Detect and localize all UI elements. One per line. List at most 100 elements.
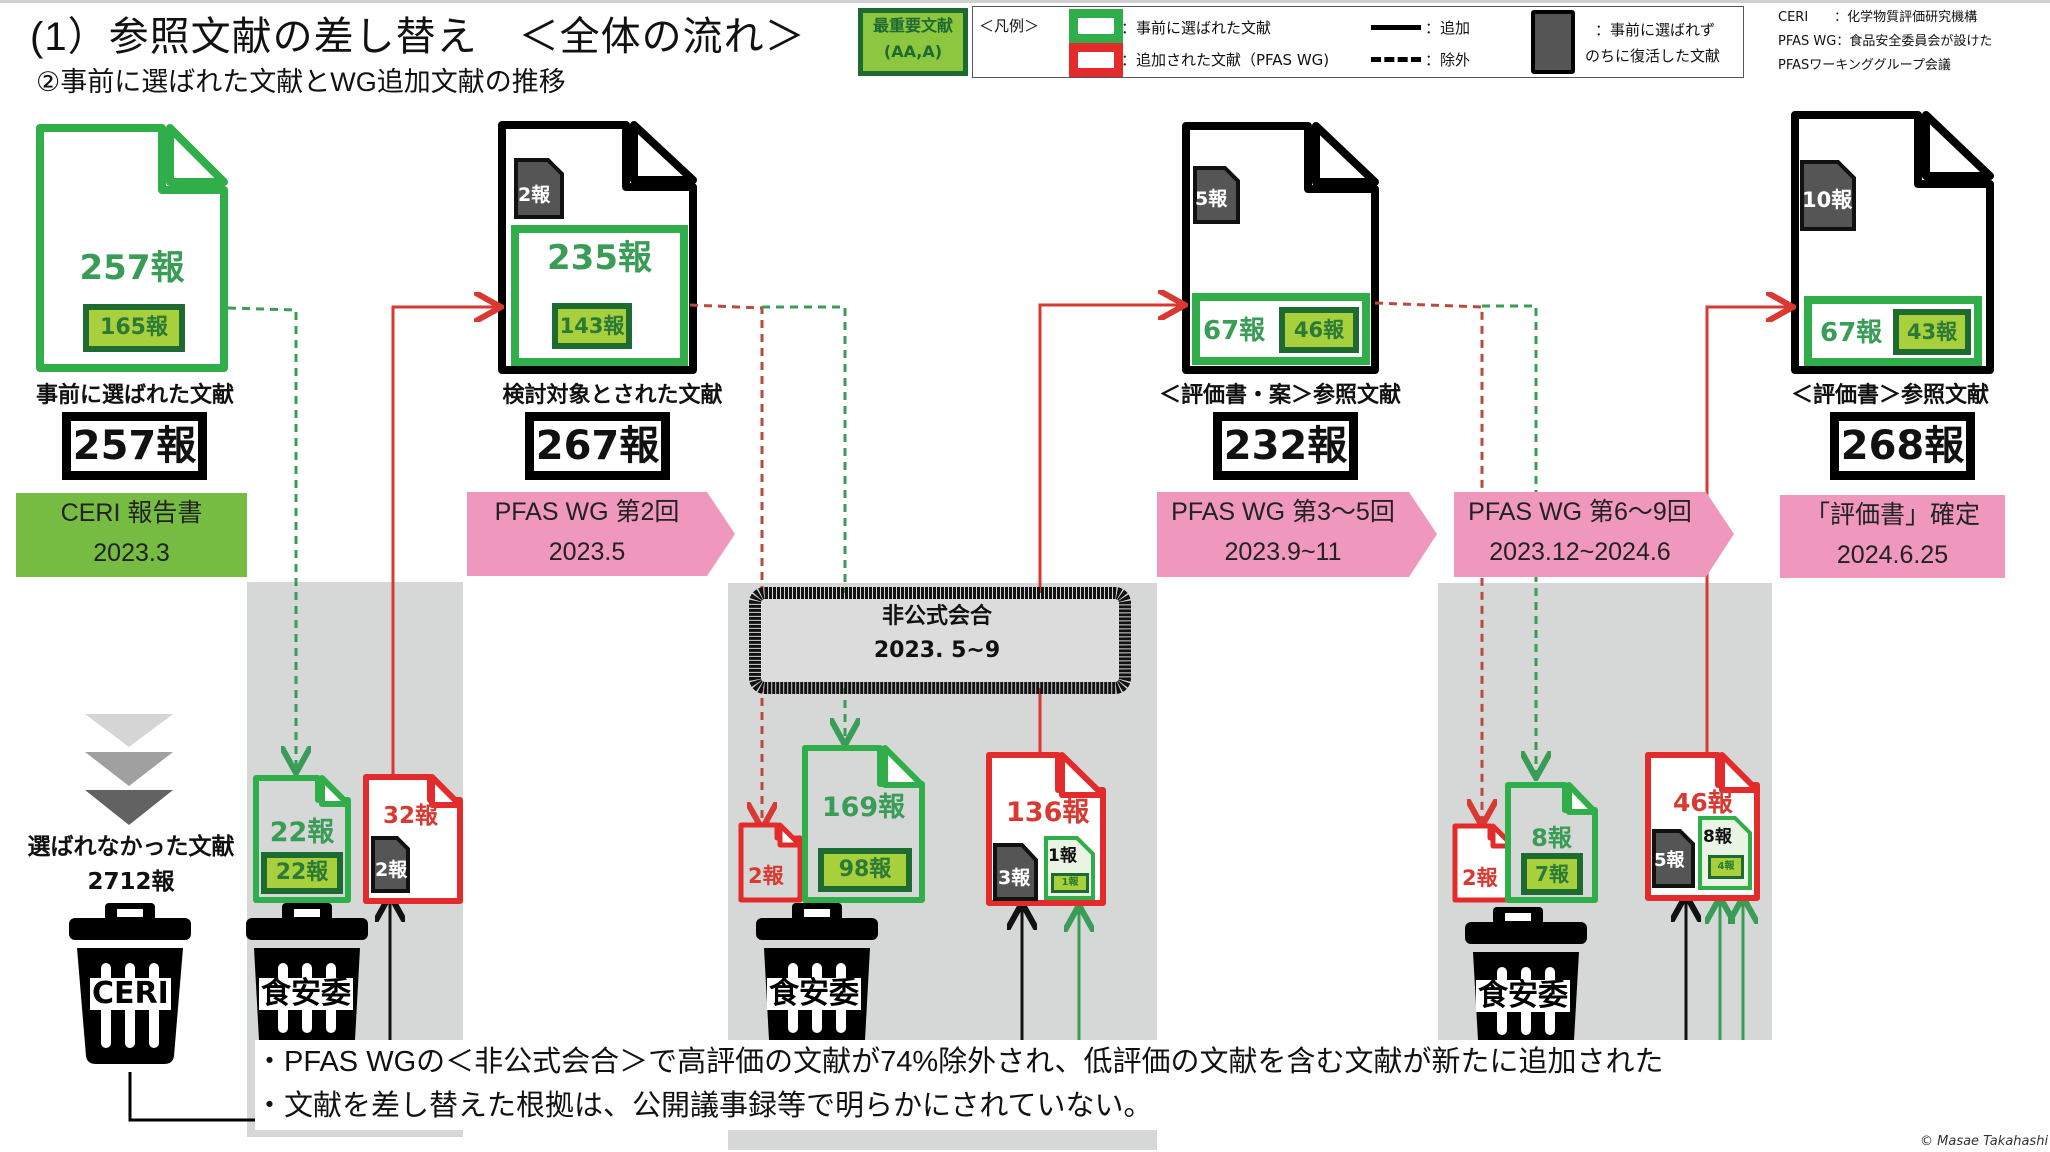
legend-gray-label-1: ：事前に選ばれず — [1595, 21, 1716, 39]
banner-title: PFAS WG 第3〜5回 — [1171, 498, 1395, 526]
doc3-label: ＜評価書・案＞参照文献 — [1158, 383, 1401, 408]
legend-gray-label-2: のちに復活した文献 — [1585, 47, 1721, 65]
important-badge-line2: (AA,A) — [883, 42, 943, 61]
note-pfas-wg: PFAS WG：食品安全委員会が設けた — [1778, 34, 1993, 49]
col2-added-total: 136報 — [1006, 797, 1090, 828]
doc4-revived-count: 10報 — [1802, 188, 1853, 212]
banner-date: 2023.12~2024.6 — [1489, 538, 1671, 566]
col3-added-green: 8報 — [1703, 827, 1732, 847]
wg6-9-banner-arrow-tip — [1706, 492, 1734, 577]
wg2-bin-label: 食安委 — [259, 976, 353, 1011]
informal-meeting-title: 非公式会合 — [881, 604, 992, 629]
col2-added-doc-icon — [986, 752, 1106, 906]
wg2-banner-arrow-tip — [707, 492, 735, 576]
wg2-banner: PFAS WG 第2回 2023.5 — [467, 492, 707, 576]
col3-excluded-total: 8報 — [1531, 824, 1572, 852]
doc2-total-box: 267報 — [525, 412, 670, 480]
conclusion-line-1: ・PFAS WGの＜非公式会合＞で高評価の文献が74%除外され、低評価の文献を含… — [255, 1046, 1664, 1078]
banner-title: CERI 報告書 — [60, 499, 203, 527]
important-docs-badge: 最重要文献 (AA,A) — [858, 8, 968, 76]
col3-added-green-important: 4報 — [1708, 855, 1744, 879]
informal-meeting-date: 2023. 5~9 — [873, 638, 1001, 663]
legend: ＜凡例＞ ：事前に選ばれた文献 ：追加された文献（PFAS WG) ：追加 ：除… — [972, 6, 1744, 78]
conclusion-box: ・PFAS WGの＜非公式会合＞で高評価の文献が74%除外され、低評価の文献を含… — [255, 1040, 1855, 1130]
col1-excluded-total: 22報 — [269, 817, 335, 848]
unselected-docs: 選ばれなかった文献 2712報 — [16, 830, 246, 900]
conclusion-line-2: ・文献を差し替えた根拠は、公開議事録等で明らかにされていない。 — [255, 1090, 1153, 1122]
doc2-revived-icon — [514, 158, 564, 219]
col3-added-revived: 5報 — [1654, 850, 1685, 871]
col2-added-green-important: 1報 — [1051, 873, 1089, 893]
doc1-total-box: 257報 — [62, 412, 207, 480]
doc3-revived-count: 5報 — [1195, 188, 1228, 210]
chevron-down-dark-icon — [85, 790, 173, 825]
copyright: © Masae Takahashi — [1920, 1134, 2049, 1149]
abbreviation-notes: CERI ：化学物質評価研究機構 PFAS WG：食品安全委員会が設けた PFA… — [1778, 6, 1992, 78]
col1-added-doc-icon — [363, 774, 463, 904]
legend-green-label: ：事前に選ばれた文献 — [1121, 19, 1272, 37]
doc2-important: 143報 — [552, 303, 632, 349]
col2-added-revived: 3報 — [998, 867, 1031, 889]
doc3-total: 67報 — [1203, 316, 1266, 346]
top-border — [0, 0, 2050, 3]
legend-green-swatch — [1069, 9, 1123, 43]
unselected-count: 2712報 — [87, 869, 175, 895]
doc3-exclusion-red-line — [1374, 301, 1482, 823]
doc2-total: 235報 — [547, 238, 652, 278]
legend-heading: ＜凡例＞ — [979, 17, 1040, 35]
col2-excluded-total: 169報 — [821, 792, 906, 823]
legend-dashed-label: ：除外 — [1425, 51, 1471, 69]
legend-solid-label: ：追加 — [1425, 19, 1471, 37]
chevron-down-light-icon — [85, 714, 173, 747]
legend-red-swatch — [1069, 43, 1123, 77]
doc4-label: ＜評価書＞参照文献 — [1790, 383, 1989, 408]
banner-date: 2023.9~11 — [1224, 538, 1342, 566]
wg6-9-banner: PFAS WG 第6〜9回 2023.12~2024.6 — [1454, 492, 1706, 577]
doc3-important: 46報 — [1279, 307, 1359, 353]
doc3-exclusion-green-line — [1482, 304, 1536, 775]
col1-excluded-important: 22報 — [261, 852, 343, 894]
ceri-report-banner: CERI 報告書 2023.3 — [16, 493, 247, 577]
doc1-total: 257報 — [79, 248, 185, 288]
col1-added-revived: 2報 — [375, 859, 408, 881]
col3-addition-line — [1705, 307, 1790, 752]
legend-red-label: ：追加された文献（PFAS WG) — [1121, 51, 1330, 69]
gray-document-icon — [1531, 10, 1575, 74]
doc4-important: 43報 — [1893, 309, 1971, 355]
col3-excluded-red: 2報 — [1462, 866, 1498, 890]
final-assessment-banner: 「評価書」確定 2024.6.25 — [1780, 495, 2005, 578]
doc1-important: 165報 — [83, 304, 185, 352]
doc3-total-box: 232報 — [1213, 412, 1358, 480]
doc2-label: 検討対象とされた文献 — [502, 383, 723, 408]
page-title: (1）参照文献の差し替え ＜全体の流れ＞ — [30, 15, 806, 59]
note-pfas-wg-cont: PFASワーキンググループ会議 — [1778, 58, 1951, 73]
doc1-label: 事前に選ばれた文献 — [35, 383, 234, 408]
col2-excluded-red-doc-icon — [738, 822, 803, 903]
wg3-5-banner: PFAS WG 第3〜5回 2023.9~11 — [1157, 492, 1409, 577]
legend-dashed-line-icon — [1371, 57, 1421, 62]
col2-excluded-important: 98報 — [818, 848, 912, 892]
chevron-down-mid-icon — [85, 752, 173, 786]
doc4-total-box: 268報 — [1830, 412, 1975, 480]
note-ceri: CERI ：化学物質評価研究機構 — [1778, 10, 1978, 25]
informal-meeting-frame — [749, 587, 1131, 694]
col3-excluded-important: 7報 — [1521, 853, 1583, 895]
banner-title: PFAS WG 第6〜9回 — [1468, 498, 1692, 526]
informal-meeting-box: 非公式会合 2023. 5~9 — [752, 590, 1132, 690]
banner-title: 「評価書」確定 — [1804, 501, 1980, 529]
doc4-revived-icon — [1800, 160, 1856, 231]
doc2-revived-count: 2報 — [518, 184, 551, 206]
wg3-5-banner-arrow-tip — [1409, 492, 1437, 577]
col1-added-total: 32報 — [383, 803, 439, 829]
legend-solid-line-icon — [1371, 25, 1421, 30]
banner-title: PFAS WG 第2回 — [494, 498, 680, 526]
doc4-total: 67報 — [1820, 318, 1883, 348]
unselected-label: 選ばれなかった文献 — [27, 834, 235, 860]
ceri-bin-label: CERI — [90, 976, 171, 1011]
col2-excluded-red: 2報 — [748, 864, 784, 888]
page-subtitle: ②事前に選ばれた文献とWG追加文献の推移 — [36, 67, 566, 97]
col3-added-total: 46報 — [1673, 788, 1733, 817]
important-badge-line1: 最重要文献 — [872, 16, 953, 35]
doc3-revived-icon — [1193, 166, 1240, 224]
col2-added-green: 1報 — [1048, 846, 1077, 866]
